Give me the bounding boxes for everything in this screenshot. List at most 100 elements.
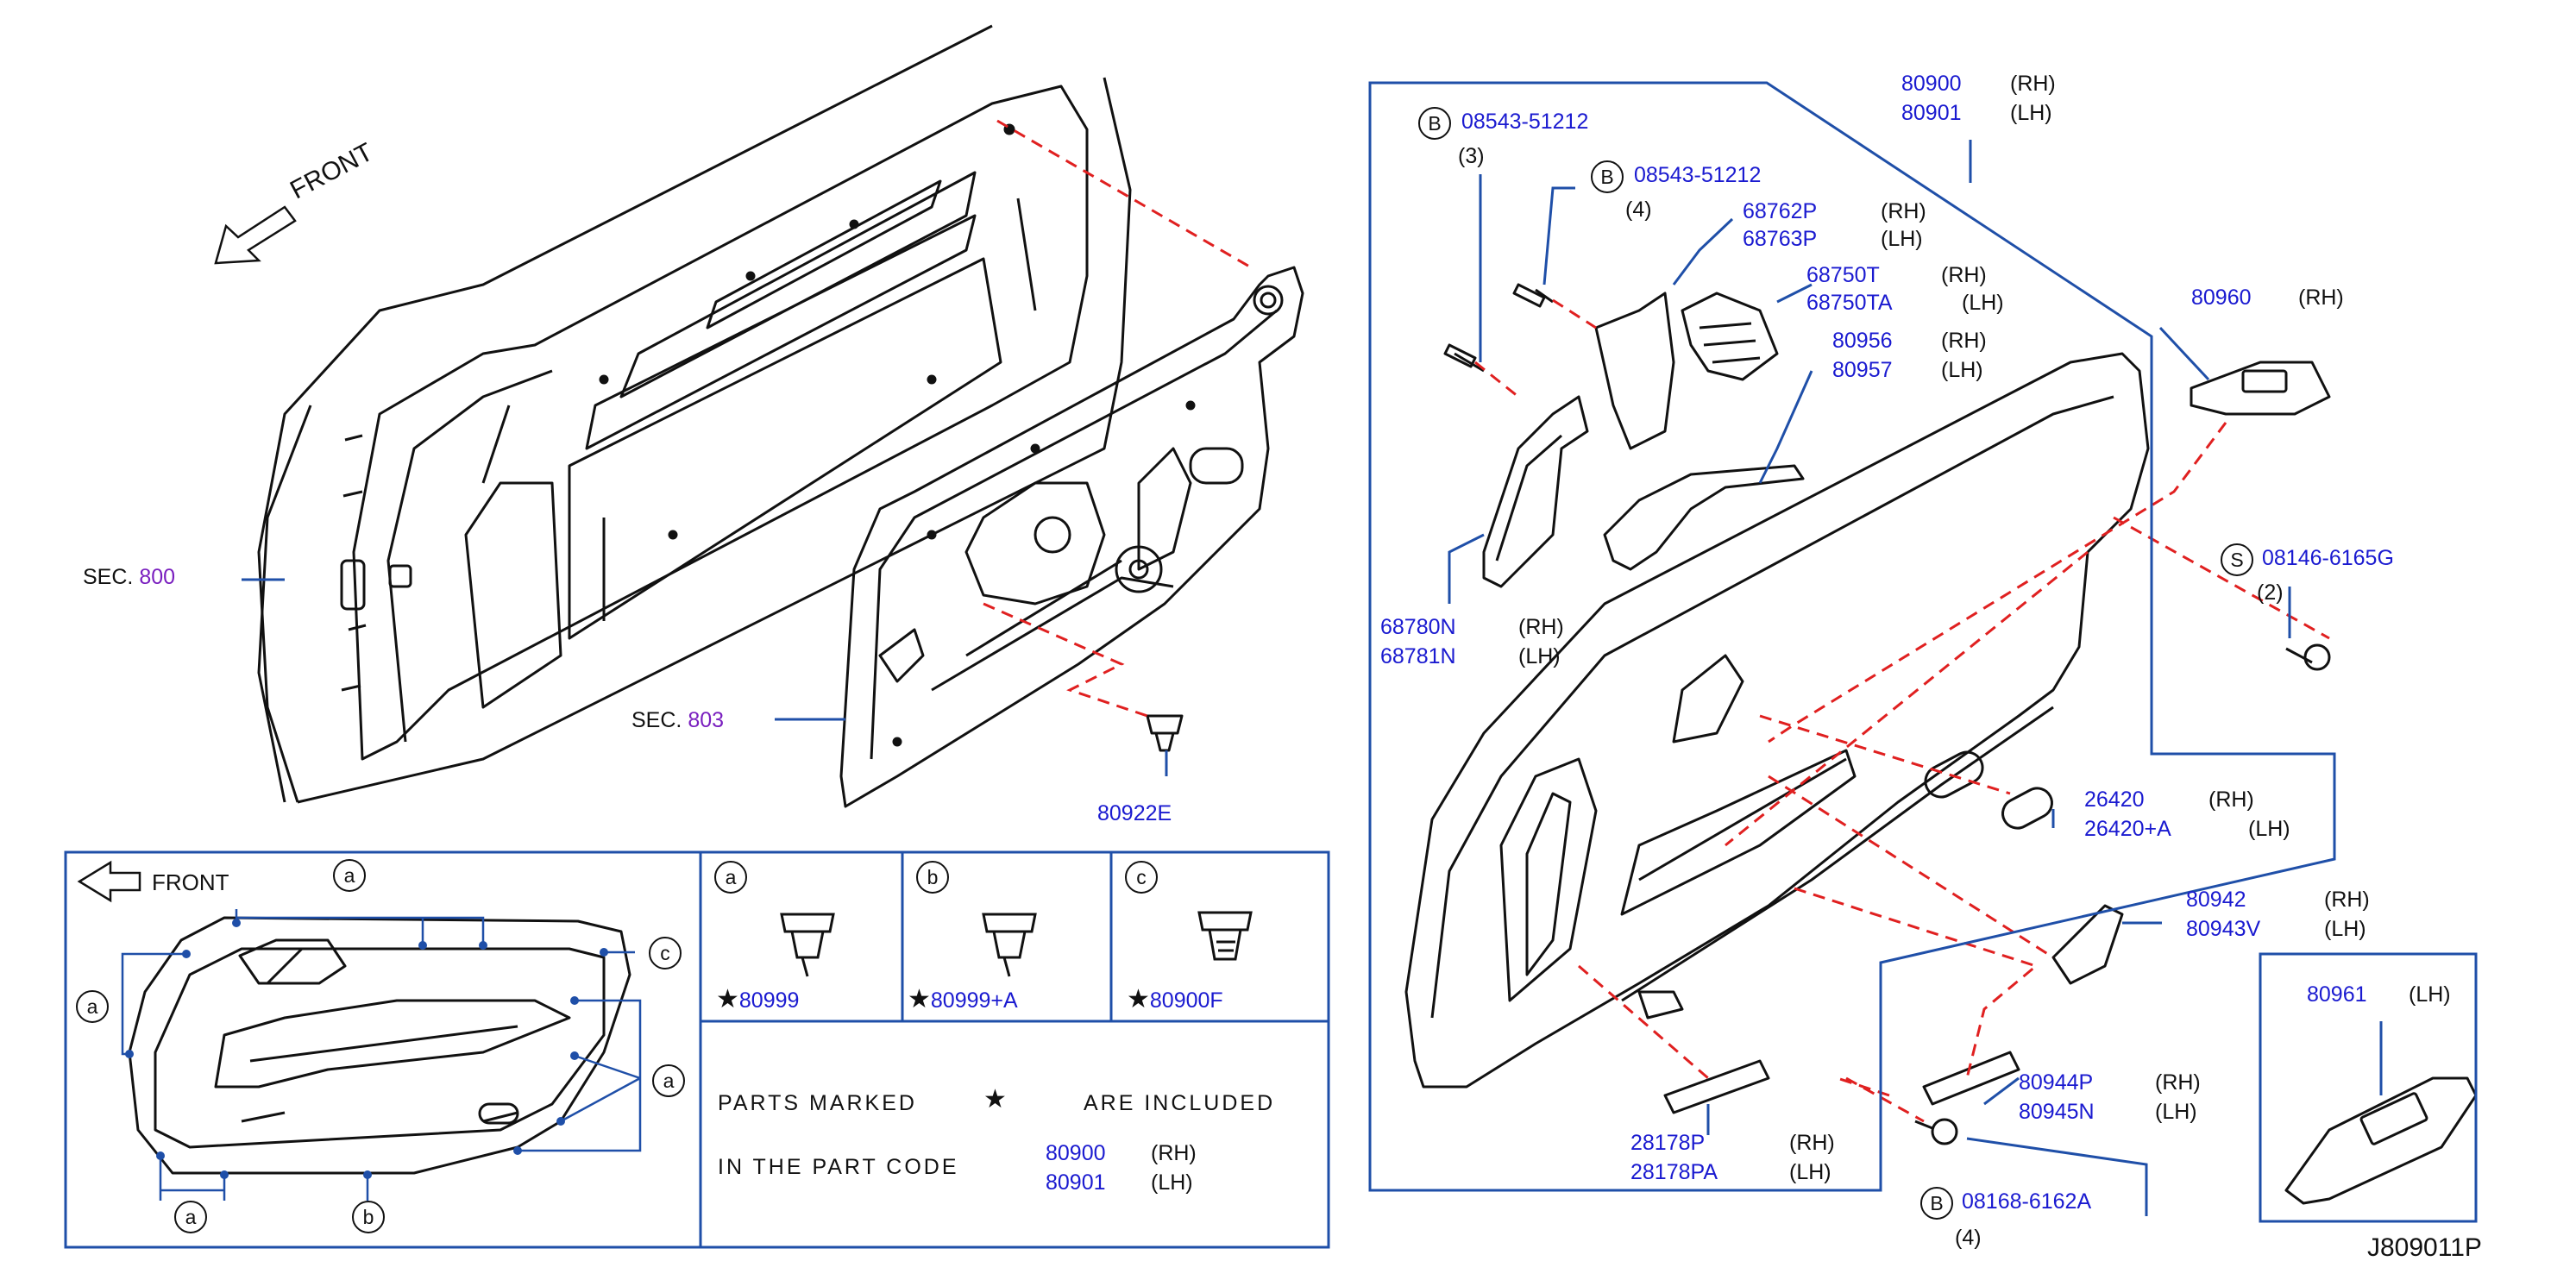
clip-letter: a	[714, 861, 747, 894]
part-80961[interactable]: 80961	[2307, 982, 2367, 1007]
inset-frame	[64, 850, 1330, 1249]
part-08168-6162a[interactable]: 08168-6162A	[1962, 1189, 2092, 1214]
clip-part-number[interactable]: 80999+A	[930, 988, 1018, 1013]
notice-line2: IN THE PART CODE	[718, 1155, 959, 1179]
front-label-bottom: FRONT	[152, 869, 229, 895]
component-drawings	[1146, 283, 2478, 1205]
part-80945n[interactable]: 80945N	[2019, 1100, 2095, 1124]
side-rh: (RH)	[2298, 285, 2344, 310]
part-26420a[interactable]: 26420+A	[2084, 817, 2171, 841]
callout-a: a	[333, 859, 366, 892]
side-rh: (RH)	[2208, 787, 2254, 812]
side-rh: (RH)	[1941, 329, 1987, 353]
side-lh: (LH)	[2010, 101, 2052, 125]
callout-a: a	[76, 990, 109, 1023]
clip-b-label[interactable]: ★80999+A	[908, 987, 1018, 1013]
leader-lines	[242, 81, 2478, 1223]
inset-callout-lines	[121, 909, 642, 1201]
part-80956[interactable]: 80956	[1832, 329, 1893, 353]
part-68780n[interactable]: 68780N	[1380, 615, 1456, 639]
clip-letter: b	[916, 861, 949, 894]
side-lh: (LH)	[2324, 917, 2366, 941]
callout-a: a	[652, 1064, 685, 1097]
qty-3: (3)	[1458, 144, 1485, 168]
clip-c-label[interactable]: ★80900F	[1127, 987, 1223, 1013]
part-80900[interactable]: 80900	[1901, 72, 1962, 96]
bolt-badge-b: B	[1920, 1187, 1953, 1220]
clip-a-label[interactable]: ★80999	[716, 987, 799, 1013]
clip-drawings	[780, 911, 1253, 977]
side-lh: (LH)	[1151, 1170, 1193, 1195]
sec-prefix: SEC.	[83, 565, 134, 589]
part-08543-51212-b[interactable]: 08543-51212	[1634, 163, 1762, 187]
sec-800-ref[interactable]: SEC. 800	[83, 564, 175, 590]
callout-a: a	[174, 1201, 207, 1233]
sec-prefix: SEC.	[631, 708, 682, 732]
callout-b: b	[352, 1201, 385, 1233]
part-28178pa[interactable]: 28178PA	[1630, 1160, 1718, 1184]
inset-trim-drawing	[128, 916, 631, 1175]
part-68750t[interactable]: 68750T	[1806, 263, 1880, 287]
side-rh: (RH)	[1789, 1131, 1835, 1155]
side-rh: (RH)	[1881, 199, 1926, 223]
side-lh: (LH)	[1962, 291, 2004, 315]
part-80922e[interactable]: 80922E	[1097, 801, 1172, 825]
part-80957[interactable]: 80957	[1832, 358, 1893, 382]
sec-803-ref[interactable]: SEC. 803	[631, 707, 724, 733]
side-lh: (LH)	[1941, 358, 1983, 382]
part-28178p[interactable]: 28178P	[1630, 1131, 1706, 1155]
part-80944p[interactable]: 80944P	[2019, 1070, 2094, 1095]
part-68781n[interactable]: 68781N	[1380, 644, 1456, 668]
side-rh: (RH)	[1151, 1141, 1197, 1165]
qty-4: (4)	[1625, 198, 1652, 222]
door-trim-drawing	[1404, 352, 2150, 1089]
clip-letter: c	[1125, 861, 1158, 894]
alignment-lines	[983, 119, 2330, 1123]
side-lh: (LH)	[1881, 227, 1923, 251]
bolt-badge-b: B	[1591, 160, 1624, 193]
part-68763p[interactable]: 68763P	[1743, 227, 1818, 251]
side-lh: (LH)	[2409, 982, 2451, 1007]
side-lh: (LH)	[1518, 644, 1561, 668]
screw-badge-s: S	[2221, 543, 2253, 576]
front-arrow-top	[214, 205, 297, 265]
qty-2: (2)	[2257, 580, 2284, 605]
side-rh: (RH)	[2010, 72, 2056, 96]
part-80901[interactable]: 80901	[1901, 101, 1962, 125]
part-80942[interactable]: 80942	[2186, 888, 2246, 912]
callout-c: c	[649, 937, 682, 969]
clip-part-number[interactable]: 80900F	[1149, 988, 1223, 1013]
side-rh: (RH)	[1518, 615, 1564, 639]
part-80960[interactable]: 80960	[2191, 285, 2252, 310]
bolt-badge-b: B	[1418, 107, 1451, 140]
inner-panel-drawing	[839, 266, 1304, 808]
side-lh: (LH)	[2248, 817, 2290, 841]
notice-part-80901[interactable]: 80901	[1046, 1170, 1106, 1195]
door-shell-drawing	[257, 24, 1132, 804]
inset-callout-dots	[125, 919, 608, 1179]
notice-line1-a: PARTS MARKED	[718, 1091, 917, 1115]
star-icon: ★	[908, 985, 931, 1013]
front-arrow-bottom	[77, 860, 141, 903]
star-icon: ★	[716, 985, 739, 1013]
part-68750ta[interactable]: 68750TA	[1806, 291, 1893, 315]
notice-star-icon: ★	[983, 1085, 1007, 1114]
part-80943v[interactable]: 80943V	[2186, 917, 2261, 941]
part-68762p[interactable]: 68762P	[1743, 199, 1818, 223]
notice-part-80900[interactable]: 80900	[1046, 1141, 1106, 1165]
side-lh: (LH)	[1789, 1160, 1831, 1184]
side-rh: (RH)	[2155, 1070, 2201, 1095]
diagram-code: J809011P	[2367, 1233, 2482, 1262]
notice-line1-b: ARE INCLUDED	[1084, 1091, 1276, 1115]
sec-number[interactable]: 800	[139, 565, 176, 589]
part-26420[interactable]: 26420	[2084, 787, 2145, 812]
star-icon: ★	[1127, 985, 1150, 1013]
qty-4: (4)	[1955, 1226, 1982, 1250]
side-lh: (LH)	[2155, 1100, 2197, 1124]
clip-part-number[interactable]: 80999	[738, 988, 800, 1013]
side-rh: (RH)	[2324, 888, 2370, 912]
part-08543-51212-a[interactable]: 08543-51212	[1461, 110, 1589, 134]
sec-number[interactable]: 803	[688, 708, 725, 732]
part-08146-6165g[interactable]: 08146-6165G	[2262, 546, 2394, 570]
